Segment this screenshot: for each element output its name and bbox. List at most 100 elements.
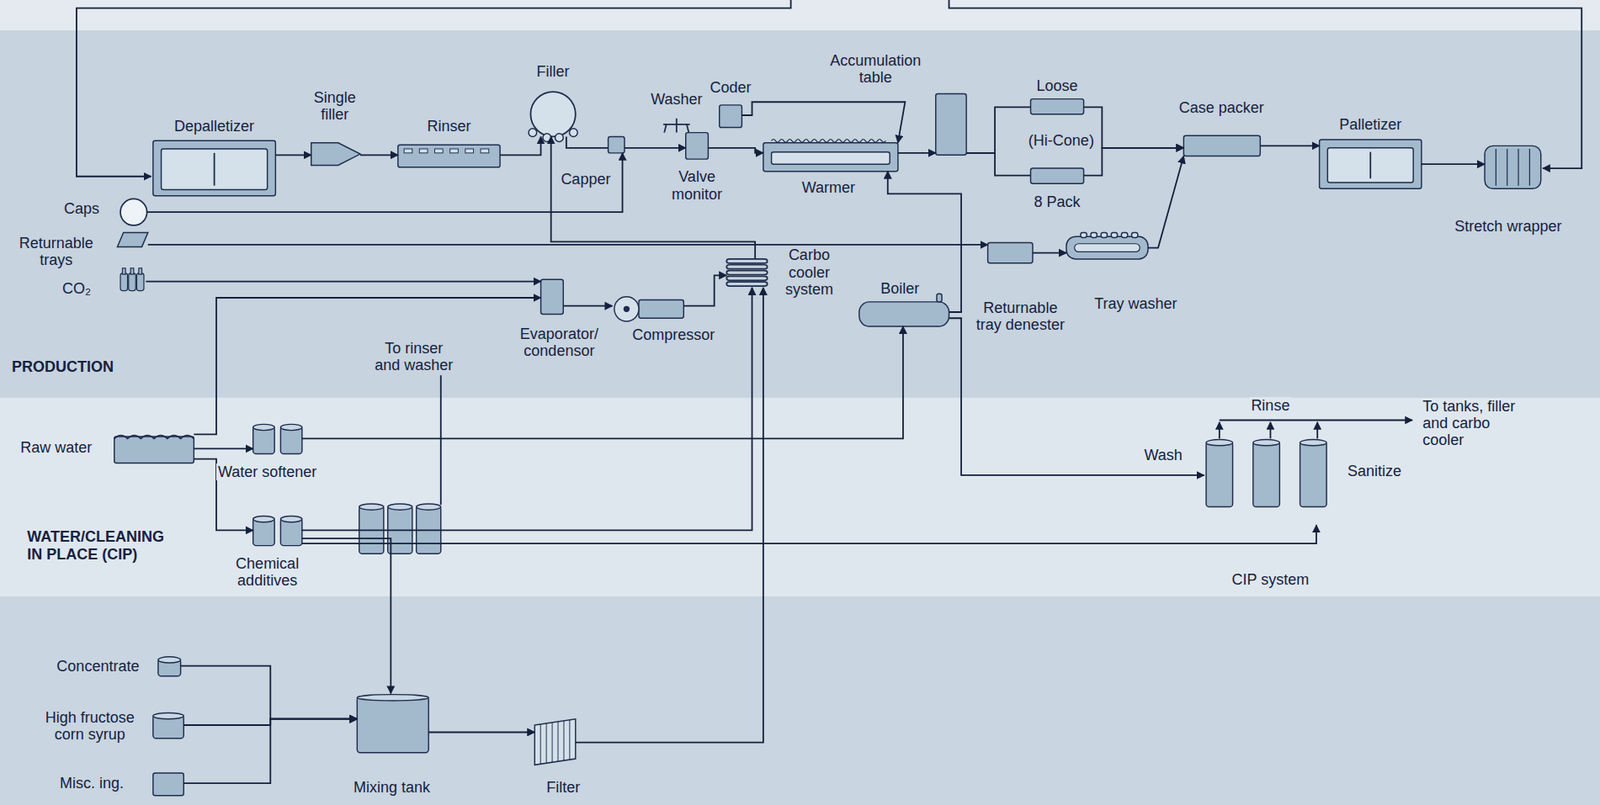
equipment-label: Rinser [425,117,473,135]
equipment-label: Carbo cooler system [779,246,840,298]
rinser-icon [398,144,500,168]
equipment-node: Filler [530,91,575,137]
equipment-node: Tray washer [1066,236,1149,260]
tank-icon [158,657,181,677]
box-icon [1031,168,1085,184]
equipment-label: Accumulation table [823,52,929,86]
equipment-label: Tray washer [1092,295,1179,313]
flow-line [563,305,612,308]
equipment-node: Concentrate [158,656,181,677]
equipment-node: Coder [719,105,743,128]
equipment-node: Chemical additives [253,515,303,546]
equipment-node: WashRinseSanitizeCIP system [1204,426,1338,527]
equipment-label: Raw water [18,439,94,457]
equipment-node: Palletizer [1319,139,1422,189]
equipment-label: Depalletizer [172,117,256,135]
equipment-label: Washer [648,90,704,108]
section-label: PRODUCTION [10,358,136,376]
mixing-band [0,596,1600,805]
rinse-line [1316,422,1319,439]
bottles-icon [120,268,144,292]
flow-line [302,538,391,694]
equipment-node: 8 Pack [1030,168,1084,184]
drum-icon [1484,145,1542,189]
rinse-line [1219,419,1413,422]
equipment-label: (Hi-Cone) [1026,132,1096,149]
flow-line [302,287,753,532]
tanks2-icon [253,515,303,546]
equipment-node: CO₂ [120,268,146,292]
equipment-node: Depalletizer [153,140,276,196]
box-icon [541,279,564,314]
water-band [0,398,1600,597]
flow-line [566,136,609,148]
equipment-node: High fructose corn syrup [153,712,184,739]
flow-line [1084,106,1185,148]
flow-line [949,318,1205,476]
rinser-feed-line [440,375,442,505]
box-icon [935,94,967,156]
equipment-label: Capper [558,170,612,188]
equipment-node: Carbo cooler system [726,259,767,288]
water-icon [114,435,195,464]
box-icon [719,105,743,128]
circle-icon [528,91,578,142]
flow-line [1259,144,1319,147]
equipment-node: Mixing tank [356,693,429,753]
equipment-node: Capper [608,136,625,153]
flow-line [966,153,1031,176]
equipment-node: Filter [534,719,575,766]
equipment-node: Caps [120,198,148,226]
equipment-node: Accumulation table [935,94,967,156]
flow-line [180,666,358,720]
filter-icon [534,719,575,766]
equipment-node: Rinser [398,144,500,168]
flow-line [302,525,1317,544]
equipment-label: Returnable trays [8,234,104,269]
equipment-node: Raw water [114,430,195,464]
funnel-icon [311,143,361,166]
coil-icon [726,259,767,287]
equipment-node: Warmer [763,143,899,172]
equipment-label: Filter [544,779,582,797]
flow-line [741,101,905,143]
flow-line [707,148,763,154]
equipment-label: 8 Pack [1031,193,1082,211]
equipment-label: Case packer [1177,99,1266,117]
equipment-node: Boiler [859,302,950,327]
tanks2-icon [253,424,303,454]
flow-line [551,136,755,259]
box-icon [1183,135,1260,156]
flow-line [145,281,541,283]
equipment-label: Water softener [216,463,319,481]
flow-line [148,244,989,246]
equipment-label: Returnable tray denester [967,299,1074,334]
pallet-icon [153,140,276,196]
equipment-label: Stretch wrapper [1452,217,1563,235]
equipment-label: Sanitize [1345,462,1404,480]
tank-icon [153,712,184,739]
equipment-label: Filler [535,63,572,80]
equipment-label: CO₂ [60,280,93,298]
flow-line [183,719,357,784]
equipment-node: Case packer [1183,135,1260,156]
equipment-node: Single filler [311,143,361,166]
destination-note: To rinser and washer [368,340,459,374]
equipment-node: Evaporator/ condensor [541,279,564,314]
equipment-label: Concentrate [54,658,141,676]
pallet-icon [1319,139,1422,189]
equipment-node: Valve monitor [685,132,709,160]
ring-icon [120,198,148,226]
rinse-line [1270,422,1272,439]
tray-washer-icon [1066,232,1149,260]
equipment-label: Palletizer [1337,116,1404,133]
tray-icon [116,232,148,247]
flow-line [193,297,541,435]
equipment-label: Compressor [630,326,717,344]
tanks3-icon [1206,440,1327,508]
equipment-node: Misc. ing. [153,773,184,797]
box-icon [988,243,1033,264]
warmer-icon [763,138,899,171]
equipment-label: High fructose corn syrup [31,709,148,744]
flow-line [275,154,311,156]
